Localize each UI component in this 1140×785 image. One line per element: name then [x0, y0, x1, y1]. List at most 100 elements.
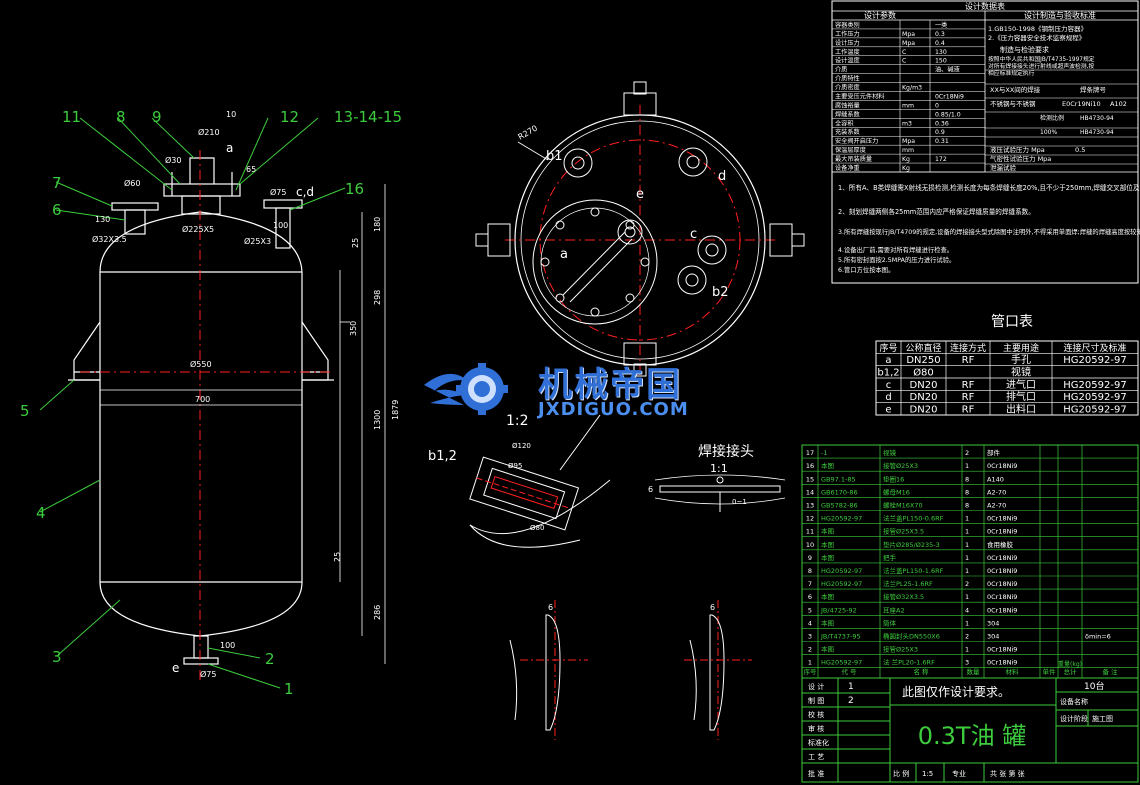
param-name: 腐蚀裕量 [835, 101, 860, 109]
tb-check: 校 核 [808, 710, 824, 719]
test-row-1-v: 0.5 [1075, 146, 1085, 154]
test-row-1: 液压试验压力 Mpa [990, 145, 1045, 154]
callout-16: 16 [345, 180, 364, 198]
parts-cell: 1 [808, 659, 812, 667]
parts-cell: 10 [806, 541, 814, 549]
weld-row-a: 不锈钢与不锈钢 [990, 99, 1036, 108]
dim-d32: Ø32X3.5 [92, 234, 127, 244]
param-name: 最大吊装质量 [835, 155, 872, 163]
nozzle-cell: 进气口 [1006, 378, 1036, 391]
nozzle-cell: HG20592-97 [1063, 355, 1126, 366]
callout-7: 7 [52, 174, 62, 192]
parts-cell: 8 [965, 502, 969, 510]
parts-cell: 垫圈16 [883, 474, 904, 483]
dim-h286: 286 [373, 605, 382, 620]
parts-cell: -1 [821, 449, 827, 457]
dim-h1300: 1300 [373, 410, 382, 430]
standard-2: 2.《压力容器安全技术监察规程》 [988, 33, 1085, 42]
param-value: 0.9 [935, 129, 945, 136]
param-value: 油、碱液 [935, 66, 960, 74]
param-value: 0 [935, 102, 939, 109]
nozzle-cell: DN20 [910, 392, 938, 403]
parts-cell: 12 [806, 515, 814, 523]
parts-cell: 本图 [821, 618, 834, 627]
nozzle-header-cell: 连接方式 [950, 342, 986, 354]
main-centerlines [80, 150, 330, 680]
nozzle-cell: a [885, 355, 891, 366]
parts-cell: 1 [965, 619, 969, 627]
parts-cell: 本图 [821, 540, 834, 549]
parts-cell: 0Cr18Ni9 [987, 659, 1017, 667]
nozzle-header-cell: 主要用途 [1003, 342, 1039, 354]
param-unit: Mpa [902, 40, 915, 47]
parts-cell: 垫片Ø285/Ø235-3 [883, 540, 940, 549]
parts-cell: 9 [808, 554, 812, 562]
parts-cell: HG20592-97 [821, 659, 862, 667]
note-5: 5.所有密封面按2.5MPA的压力进行试验。 [838, 255, 955, 264]
dim-h1879: 1879 [391, 400, 400, 420]
parts-cell: 部件 [987, 448, 1001, 457]
parts-cell: 接管Ø32X3.5 [883, 592, 924, 601]
parts-cell: 本图 [821, 461, 834, 470]
nozzle-cell: Ø80 [913, 367, 934, 379]
callout-10: 10 [226, 110, 236, 119]
weld-aux-2a: 100% [1040, 129, 1057, 136]
weld-label: XX与XX间的焊接 [990, 85, 1041, 94]
nozzle-label-e: e [172, 661, 179, 675]
parts-cell: 1 [965, 541, 969, 549]
weld-aux-2b: HB4730-94 [1080, 129, 1114, 136]
nozzle-cell: DN20 [910, 380, 938, 391]
tb-sheet: 共 张 第 张 [990, 769, 1025, 778]
parts-footer-cell: 单件 [1043, 667, 1057, 676]
tb-design: 设 计 [808, 682, 824, 691]
tb-stage-v: 施工图 [1092, 714, 1113, 723]
callout-numbers: 11 8 9 10 12 13-14-15 7 6 16 5 4 3 2 1 [20, 108, 402, 698]
parts-cell: 1 [965, 646, 969, 654]
dim-h350: 350 [349, 321, 358, 336]
tb-project: 设备名称 [1060, 697, 1088, 706]
parts-cell: 食用橡胶 [987, 540, 1014, 549]
callout-11: 11 [62, 108, 81, 126]
nozzle-cell: DN20 [910, 405, 938, 416]
nozzle-cell: HG20592-97 [1063, 392, 1126, 403]
plan-label-d: d [718, 169, 726, 184]
param-name: 充装系数 [835, 128, 861, 136]
watermark-logo: 机械帝国 JXDIGUO.COM [420, 355, 720, 425]
dim-h298: 298 [373, 290, 382, 305]
parts-footer-cell: 数量 [967, 667, 981, 676]
tb-draw: 制 图 [808, 696, 824, 705]
dim-d60: Ø60 [124, 178, 140, 188]
weld-row-b: E0Cr19Ni10 [1062, 100, 1101, 108]
plan-view [475, 81, 805, 377]
param-name: 设备净重 [835, 164, 860, 172]
parts-cell: 把手 [883, 553, 897, 562]
param-name: 介质密度 [835, 84, 860, 92]
nozzle-header-cell: 公称直径 [905, 342, 941, 354]
tb-design-v: 1 [848, 682, 854, 692]
param-name: 保温层厚度 [835, 146, 866, 154]
nozzle-cell: 排气口 [1006, 390, 1036, 403]
param-value: 0Cr18Ni9 [935, 93, 964, 100]
parts-cell: GB6170-86 [821, 488, 858, 496]
parts-cell: A2-70 [987, 502, 1006, 510]
note-2: 2、刻划焊缝两侧各25mm范围内应严格保证焊缝质量的焊缝系数。 [838, 207, 1035, 216]
weld-detail [654, 474, 786, 512]
parts-cell: JB/4725-92 [820, 606, 857, 614]
gear-wing-icon [424, 363, 508, 415]
parts-cell: 2 [808, 646, 812, 654]
param-name: 工作温度 [835, 48, 860, 56]
plan-label-e: e [636, 187, 644, 202]
param-unit: Kg [902, 156, 910, 163]
design-table-header-left: 设计参数 [864, 10, 896, 20]
nozzle-label-cd: c,d [296, 185, 314, 199]
parts-cell: 0Cr18Ni9 [987, 580, 1017, 588]
tb-draw-v: 2 [848, 696, 854, 706]
test-row-3: 泄漏试验 [990, 163, 1017, 172]
parts-cell: δmin=6 [1085, 633, 1111, 641]
nozzle-cell: c [886, 380, 892, 391]
req-line-1: 按照中华人民共和国JB/T4735-1997规定 [988, 55, 1095, 63]
param-name: 主要受压元件材料 [835, 92, 885, 100]
